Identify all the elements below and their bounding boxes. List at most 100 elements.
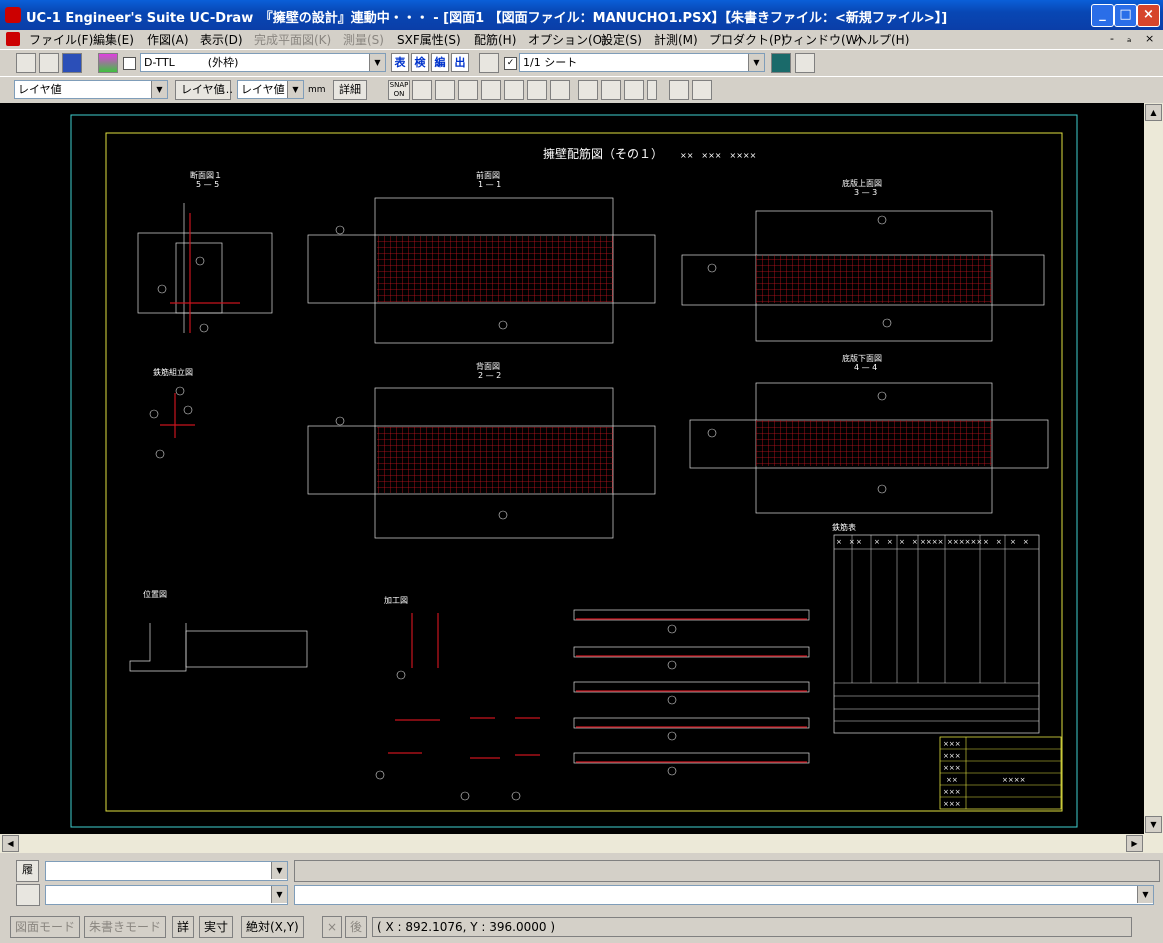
ellipsis-button[interactable]: …: [222, 83, 233, 96]
document-icon[interactable]: [6, 32, 20, 46]
new-file-icon[interactable]: [16, 53, 36, 73]
menu-options[interactable]: オプション(O): [528, 33, 607, 47]
vertical-scrollbar[interactable]: ▲ ▼: [1144, 103, 1163, 834]
close-button[interactable]: ×: [1137, 4, 1160, 27]
minimize-button[interactable]: _: [1091, 4, 1114, 27]
straight-bars: [573, 609, 810, 776]
toolbar-main: D-TTL (外枠)▼ 表 検 編 出 ✓ 1/1 シート▼: [0, 49, 1163, 76]
move-icon[interactable]: [669, 80, 689, 100]
title-block-cell: ×××: [943, 752, 961, 760]
chevron-down-icon[interactable]: ▼: [1137, 886, 1153, 903]
detail-button[interactable]: 詳細: [333, 80, 367, 100]
layer-combo[interactable]: D-TTL (外枠)▼: [140, 53, 386, 72]
menu-completion-plan[interactable]: 完成平面図(K): [254, 33, 332, 47]
after-button[interactable]: 後: [345, 916, 368, 938]
snap-intersection-icon[interactable]: [458, 80, 478, 100]
table-header: × ×: [1010, 538, 1029, 546]
layer-value-combo-2[interactable]: レイヤ値▼: [237, 80, 304, 99]
table-button[interactable]: 表: [391, 53, 409, 72]
menu-view[interactable]: 表示(D): [200, 33, 243, 47]
layer-value-button[interactable]: レイヤ値: [175, 80, 231, 100]
rebar-table-label: 鉄筋表: [832, 522, 856, 532]
scroll-left-icon[interactable]: ◀: [2, 835, 19, 852]
target-icon[interactable]: [795, 53, 815, 73]
save-icon[interactable]: [62, 53, 82, 73]
menu-rebar[interactable]: 配筋(H): [474, 33, 517, 47]
toolbar-draw: レイヤ値▼ レイヤ値 … レイヤ値▼ mm 詳細 SNAP ON: [0, 76, 1163, 103]
pointer-icon[interactable]: [527, 80, 547, 100]
check-button[interactable]: 検: [411, 53, 429, 72]
snap-on-button[interactable]: SNAP ON: [388, 80, 410, 100]
mdi-minimize-button[interactable]: -: [1110, 32, 1114, 45]
mdi-close-button[interactable]: ×: [1145, 32, 1155, 45]
scroll-up-icon[interactable]: ▲: [1145, 104, 1162, 121]
base-bottom-label: 底版下面図: [842, 353, 882, 363]
menu-sxf-attr[interactable]: SXF属性(S): [397, 33, 461, 47]
title-block-cell: ×××: [943, 800, 961, 808]
search-icon[interactable]: [16, 884, 40, 906]
redline-mode-button[interactable]: 朱書きモード: [84, 916, 167, 938]
history-button[interactable]: 履: [16, 860, 39, 882]
app-icon[interactable]: [5, 7, 21, 23]
scroll-down-icon[interactable]: ▼: [1145, 816, 1162, 833]
maximize-button[interactable]: □: [1114, 4, 1137, 27]
menu-product[interactable]: プロダクト(P): [709, 33, 786, 47]
circle-snap-icon[interactable]: [578, 80, 598, 100]
open-folder-icon[interactable]: [39, 53, 59, 73]
hatch-icon[interactable]: [550, 80, 570, 100]
base-top-label: 底版上面図: [842, 178, 882, 188]
command-line-input[interactable]: ▼: [294, 885, 1154, 905]
drawing-canvas[interactable]: 擁壁配筋図（その１） ×× ××× ×××× 断面図１ 5 — 5 前面図 1 …: [0, 103, 1144, 834]
drawing-mode-button[interactable]: 図面モード: [10, 916, 81, 938]
command-input-combo[interactable]: ▼: [45, 885, 288, 905]
menu-window[interactable]: ウィンドウ(W): [781, 33, 863, 47]
mdi-restore-button[interactable]: ₐ: [1127, 32, 1132, 45]
scroll-right-icon[interactable]: ▶: [1126, 835, 1143, 852]
layer-icon[interactable]: [98, 53, 118, 73]
chevron-down-icon[interactable]: ▼: [271, 862, 287, 879]
front-1-1-label: 前面図: [476, 170, 500, 180]
menu-help[interactable]: ヘルプ(H): [855, 33, 910, 47]
layer-checkbox[interactable]: [123, 57, 136, 70]
chevron-down-icon[interactable]: ▼: [287, 81, 303, 98]
absolute-coord-button[interactable]: 絶対(X,Y): [241, 916, 304, 938]
snap-midpoint-icon[interactable]: [435, 80, 455, 100]
section-5-5-view: 断面図１ 5 — 5: [137, 170, 273, 333]
chevron-down-icon[interactable]: ▼: [748, 54, 764, 71]
view-frame-icon[interactable]: [771, 53, 791, 73]
command-history-combo[interactable]: ▼: [45, 861, 288, 881]
sheet-stack-icon[interactable]: [479, 53, 499, 73]
layer-value-combo[interactable]: レイヤ値▼: [14, 80, 168, 99]
snap-endpoint-icon[interactable]: [412, 80, 432, 100]
table-header: ×: [856, 538, 862, 546]
menu-edit[interactable]: 編集(E): [93, 33, 134, 47]
drawing-title-extra: ×× ××× ××××: [680, 151, 756, 160]
menu-survey[interactable]: 測量(S): [343, 33, 384, 47]
position-label: 位置図: [143, 589, 167, 599]
actual-size-button[interactable]: 実寸: [199, 916, 234, 938]
edit-button[interactable]: 編: [431, 53, 449, 72]
close-icon[interactable]: ×: [322, 916, 343, 938]
horizontal-scrollbar[interactable]: ◀ ▶: [0, 834, 1163, 853]
sheet-combo[interactable]: 1/1 シート▼: [519, 53, 765, 72]
chevron-down-icon[interactable]: ▼: [151, 81, 167, 98]
fabrication-label: 加工図: [384, 595, 408, 605]
chevron-down-icon[interactable]: ▼: [369, 54, 385, 71]
snap-line-icon[interactable]: [504, 80, 524, 100]
table-grid-icon[interactable]: [692, 80, 712, 100]
sheet-checkbox[interactable]: ✓: [504, 57, 517, 70]
output-button[interactable]: 出: [451, 53, 469, 72]
menu-draw[interactable]: 作図(A): [147, 33, 189, 47]
chevron-down-icon[interactable]: ▼: [271, 886, 287, 903]
position-view: 位置図: [129, 589, 308, 672]
menu-file[interactable]: ファイル(F): [29, 33, 94, 47]
detail-mode-button[interactable]: 詳: [172, 916, 195, 938]
menu-bar: ファイル(F) 編集(E) 作図(A) 表示(D) 完成平面図(K) 測量(S)…: [0, 30, 1163, 48]
layer-snap-icon[interactable]: [624, 80, 644, 100]
snap-perpendicular-icon[interactable]: [481, 80, 501, 100]
rebar-assembly-view: 鉄筋組立図: [149, 367, 195, 459]
menu-measure[interactable]: 計測(M): [654, 33, 698, 47]
menu-settings[interactable]: 設定(S): [601, 33, 642, 47]
separator-icon: [647, 80, 657, 100]
grid-snap-icon[interactable]: [601, 80, 621, 100]
